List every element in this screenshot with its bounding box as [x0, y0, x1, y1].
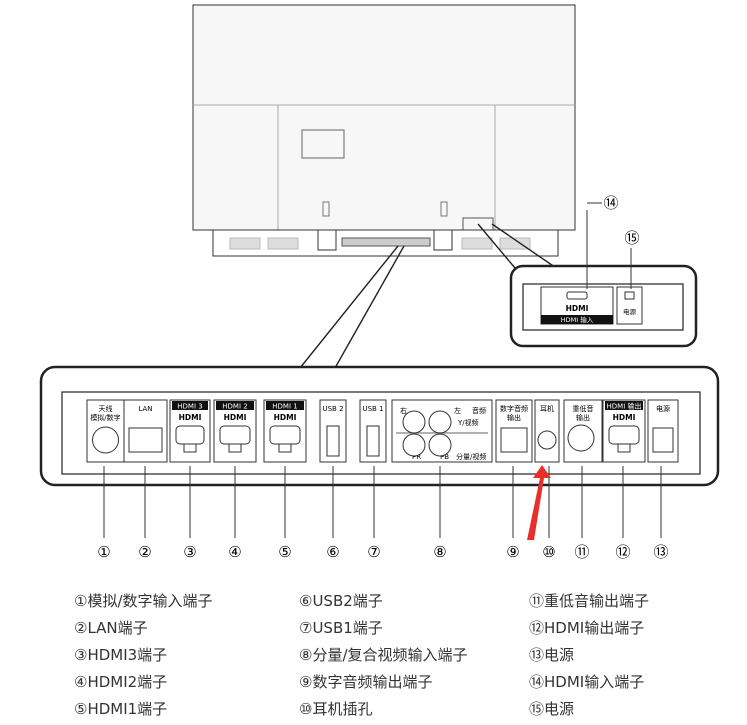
- port-label: 输出: [576, 413, 590, 422]
- port-13: 电源: [647, 399, 679, 463]
- port-4: HDMI 2 HDMI: [213, 399, 257, 463]
- port-10: 耳机: [534, 399, 560, 463]
- side-hdmi-label: HDMI 输入: [561, 315, 594, 324]
- port-number-4: ④: [228, 543, 241, 561]
- hdmi-logo: HDMI: [566, 304, 589, 313]
- legend-item: ⑫HDMI输出端子: [529, 619, 645, 637]
- port-number-12: ⑫: [615, 543, 630, 561]
- legend-item: ⑪重低音输出端子: [529, 592, 650, 610]
- port-label: LAN: [138, 405, 152, 413]
- port-number-15: ⑮: [624, 229, 639, 247]
- port-9: 数字音频输出: [495, 399, 533, 463]
- port-label: HDMI 输出: [607, 402, 642, 411]
- hdmi-logo: HDMI: [224, 413, 247, 422]
- port-number-3: ③: [183, 543, 196, 561]
- legend-item: ⑧分量/复合视频输入端子: [299, 646, 468, 664]
- hdmi-logo: HDMI: [274, 413, 297, 422]
- legend-item: ⑭HDMI输入端子: [529, 673, 645, 691]
- port-label: 天线: [99, 404, 113, 413]
- port-11: 重低音输出: [563, 399, 603, 463]
- port-number-8: ⑧: [433, 543, 446, 561]
- composite-component-label: 分量/视频: [456, 452, 486, 461]
- port-2: LAN: [123, 399, 168, 463]
- composite-audio-label: 音频: [472, 406, 486, 415]
- legend-item: ⑨数字音频输出端子: [299, 673, 433, 691]
- legend-item: ②LAN端子: [74, 619, 148, 637]
- port-5: HDMI 1 HDMI: [263, 399, 307, 463]
- port-label: 重低音: [573, 404, 594, 413]
- port-number-7: ⑦: [367, 543, 380, 561]
- legend-item: ⑬电源: [529, 646, 575, 664]
- legend-item: ⑦USB1端子: [299, 619, 383, 637]
- legend-item: ④HDMI2端子: [74, 673, 168, 691]
- port-number-6: ⑥: [326, 543, 339, 561]
- legend-item: ⑮电源: [529, 700, 575, 718]
- composite-pb-label: PB: [440, 453, 449, 461]
- port-number-2: ②: [138, 543, 151, 561]
- tv-back: [192, 4, 576, 257]
- hdmi-logo: HDMI: [179, 413, 202, 422]
- side-power-label: 电源: [623, 307, 637, 316]
- legend-item: ③HDMI3端子: [74, 646, 168, 664]
- port-number-5: ⑤: [278, 543, 291, 561]
- legend-item: ⑤HDMI1端子: [74, 700, 168, 718]
- port-label: HDMI 2: [222, 403, 247, 411]
- port-label: HDMI 1: [272, 403, 297, 411]
- port-label: 耳机: [540, 404, 554, 413]
- legend-item: ⑩耳机插孔: [299, 700, 373, 718]
- port-number-14: ⑭: [603, 194, 618, 212]
- port-3: HDMI 3 HDMI: [169, 399, 211, 463]
- hdmi-logo: HDMI: [613, 413, 636, 422]
- port-7: USB 1: [359, 399, 387, 463]
- port-6: USB 2: [319, 399, 347, 463]
- port-label: 输出: [507, 413, 521, 422]
- composite-pr-label: PR: [412, 453, 421, 461]
- port-number-1: ①: [97, 543, 110, 561]
- composite-left-label: 左: [454, 406, 461, 415]
- composite-yvideo-label: Y/视频: [457, 418, 479, 427]
- port-12: HDMI 输出 HDMI: [602, 399, 646, 463]
- legend-item: ①模拟/数字输入端子: [74, 592, 213, 610]
- port-8: 右 左 音频 Y/视频 PR PB 分量/视频: [391, 399, 493, 463]
- port-label: 数字音频: [500, 404, 528, 413]
- port-number-11: ⑪: [574, 543, 589, 561]
- port-label: HDMI 3: [177, 403, 202, 411]
- port-label: USB 2: [322, 405, 343, 413]
- port-number-10: ⑩: [542, 543, 555, 561]
- red-arrow: [527, 465, 551, 540]
- port-label: 电源: [656, 404, 670, 413]
- port-label: 模拟/数字: [90, 413, 120, 422]
- port-number-13: ⑬: [653, 543, 668, 561]
- legend-item: ⑥USB2端子: [299, 592, 383, 610]
- port-label: USB 1: [362, 405, 383, 413]
- composite-right-label: 右: [400, 406, 407, 415]
- port-number-9: ⑨: [506, 543, 519, 561]
